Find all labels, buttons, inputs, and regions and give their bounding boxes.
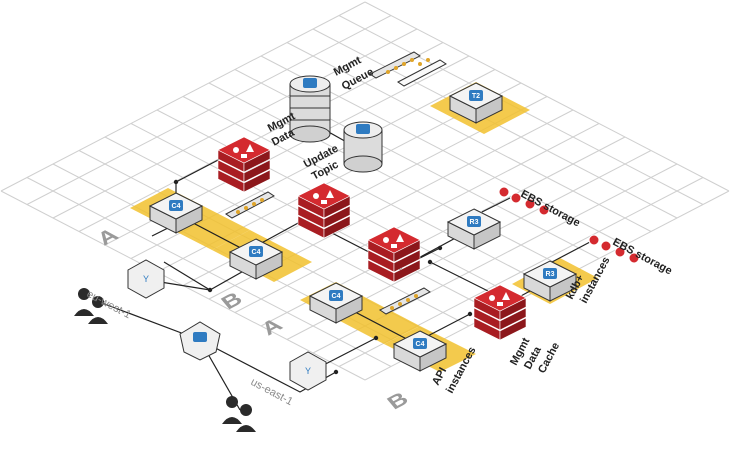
ec2-c4-az-a-top: C4 bbox=[148, 192, 204, 234]
instance-type-tag: C4 bbox=[332, 293, 341, 300]
label-az-a-top: A bbox=[93, 224, 123, 249]
svg-text:Y: Y bbox=[143, 274, 149, 284]
link-r3-ebs2 bbox=[551, 241, 591, 263]
instance-type-tag: T2 bbox=[472, 93, 480, 100]
users bbox=[74, 288, 256, 432]
instance-type-tag: C4 bbox=[252, 249, 261, 256]
redis-clusters bbox=[217, 136, 527, 341]
grid-line bbox=[286, 42, 652, 232]
label-az-a-bottom: A bbox=[257, 314, 287, 339]
elb-us-icon: Y bbox=[289, 351, 327, 391]
user-icon-us bbox=[222, 396, 256, 432]
instance-type-tag: C4 bbox=[416, 341, 425, 348]
ebs-disk-group-1 bbox=[498, 186, 550, 216]
ec2-c4-az-a-bottom: C4 bbox=[308, 282, 364, 324]
link-c4b-redis bbox=[255, 221, 301, 247]
ebs-disks bbox=[498, 186, 640, 264]
label-az-b-top: B bbox=[217, 288, 247, 313]
redis-node-middle bbox=[367, 226, 421, 283]
elb-eu-icon: Y bbox=[127, 259, 165, 299]
ec2-c4-az-b-top: C4 bbox=[228, 238, 284, 280]
ec2-t2-queue-worker: T2 bbox=[448, 82, 504, 124]
ec2-r3-b: R3 bbox=[522, 260, 578, 302]
redis-mgmt-data bbox=[217, 136, 271, 193]
redis-node-top bbox=[297, 182, 351, 239]
sqs-queues bbox=[225, 51, 447, 315]
ec2-r3-a: R3 bbox=[446, 208, 502, 250]
label-region-us: us-east-1 bbox=[249, 376, 295, 408]
instance-type-tag: R3 bbox=[546, 271, 555, 278]
grid-line bbox=[208, 82, 574, 273]
text-labels: Mgmt Queue Mgmt Data Update Topic EBS st… bbox=[85, 54, 674, 413]
grid-line bbox=[104, 136, 470, 327]
ebs-disk-group-2 bbox=[588, 234, 640, 264]
instance-type-tag: R3 bbox=[470, 219, 479, 226]
mgmt-data-table-icon bbox=[289, 75, 331, 143]
instance-type-tag: C4 bbox=[172, 203, 181, 210]
redis-mgmt-data-cache bbox=[473, 284, 527, 341]
link-elb-c4a bbox=[163, 261, 211, 291]
label-region-eu: eu-west-1 bbox=[85, 288, 133, 321]
user-icon-eu bbox=[74, 288, 108, 324]
queue-arrows bbox=[236, 58, 430, 310]
svg-text:Y: Y bbox=[305, 366, 311, 376]
label-az-b-bottom: B bbox=[383, 388, 413, 413]
link-r3-ebs1 bbox=[481, 197, 511, 213]
grid-line bbox=[26, 177, 392, 367]
grid-line bbox=[364, 1, 730, 192]
label-cache-3: Cache bbox=[536, 341, 562, 376]
update-topic-icon bbox=[343, 121, 383, 173]
ec2-c4-az-b-bottom: C4 bbox=[392, 330, 448, 372]
load-balancers: Y Y bbox=[127, 259, 327, 391]
route53-icon bbox=[179, 321, 221, 361]
connections bbox=[93, 125, 591, 411]
grid-line bbox=[182, 96, 548, 286]
